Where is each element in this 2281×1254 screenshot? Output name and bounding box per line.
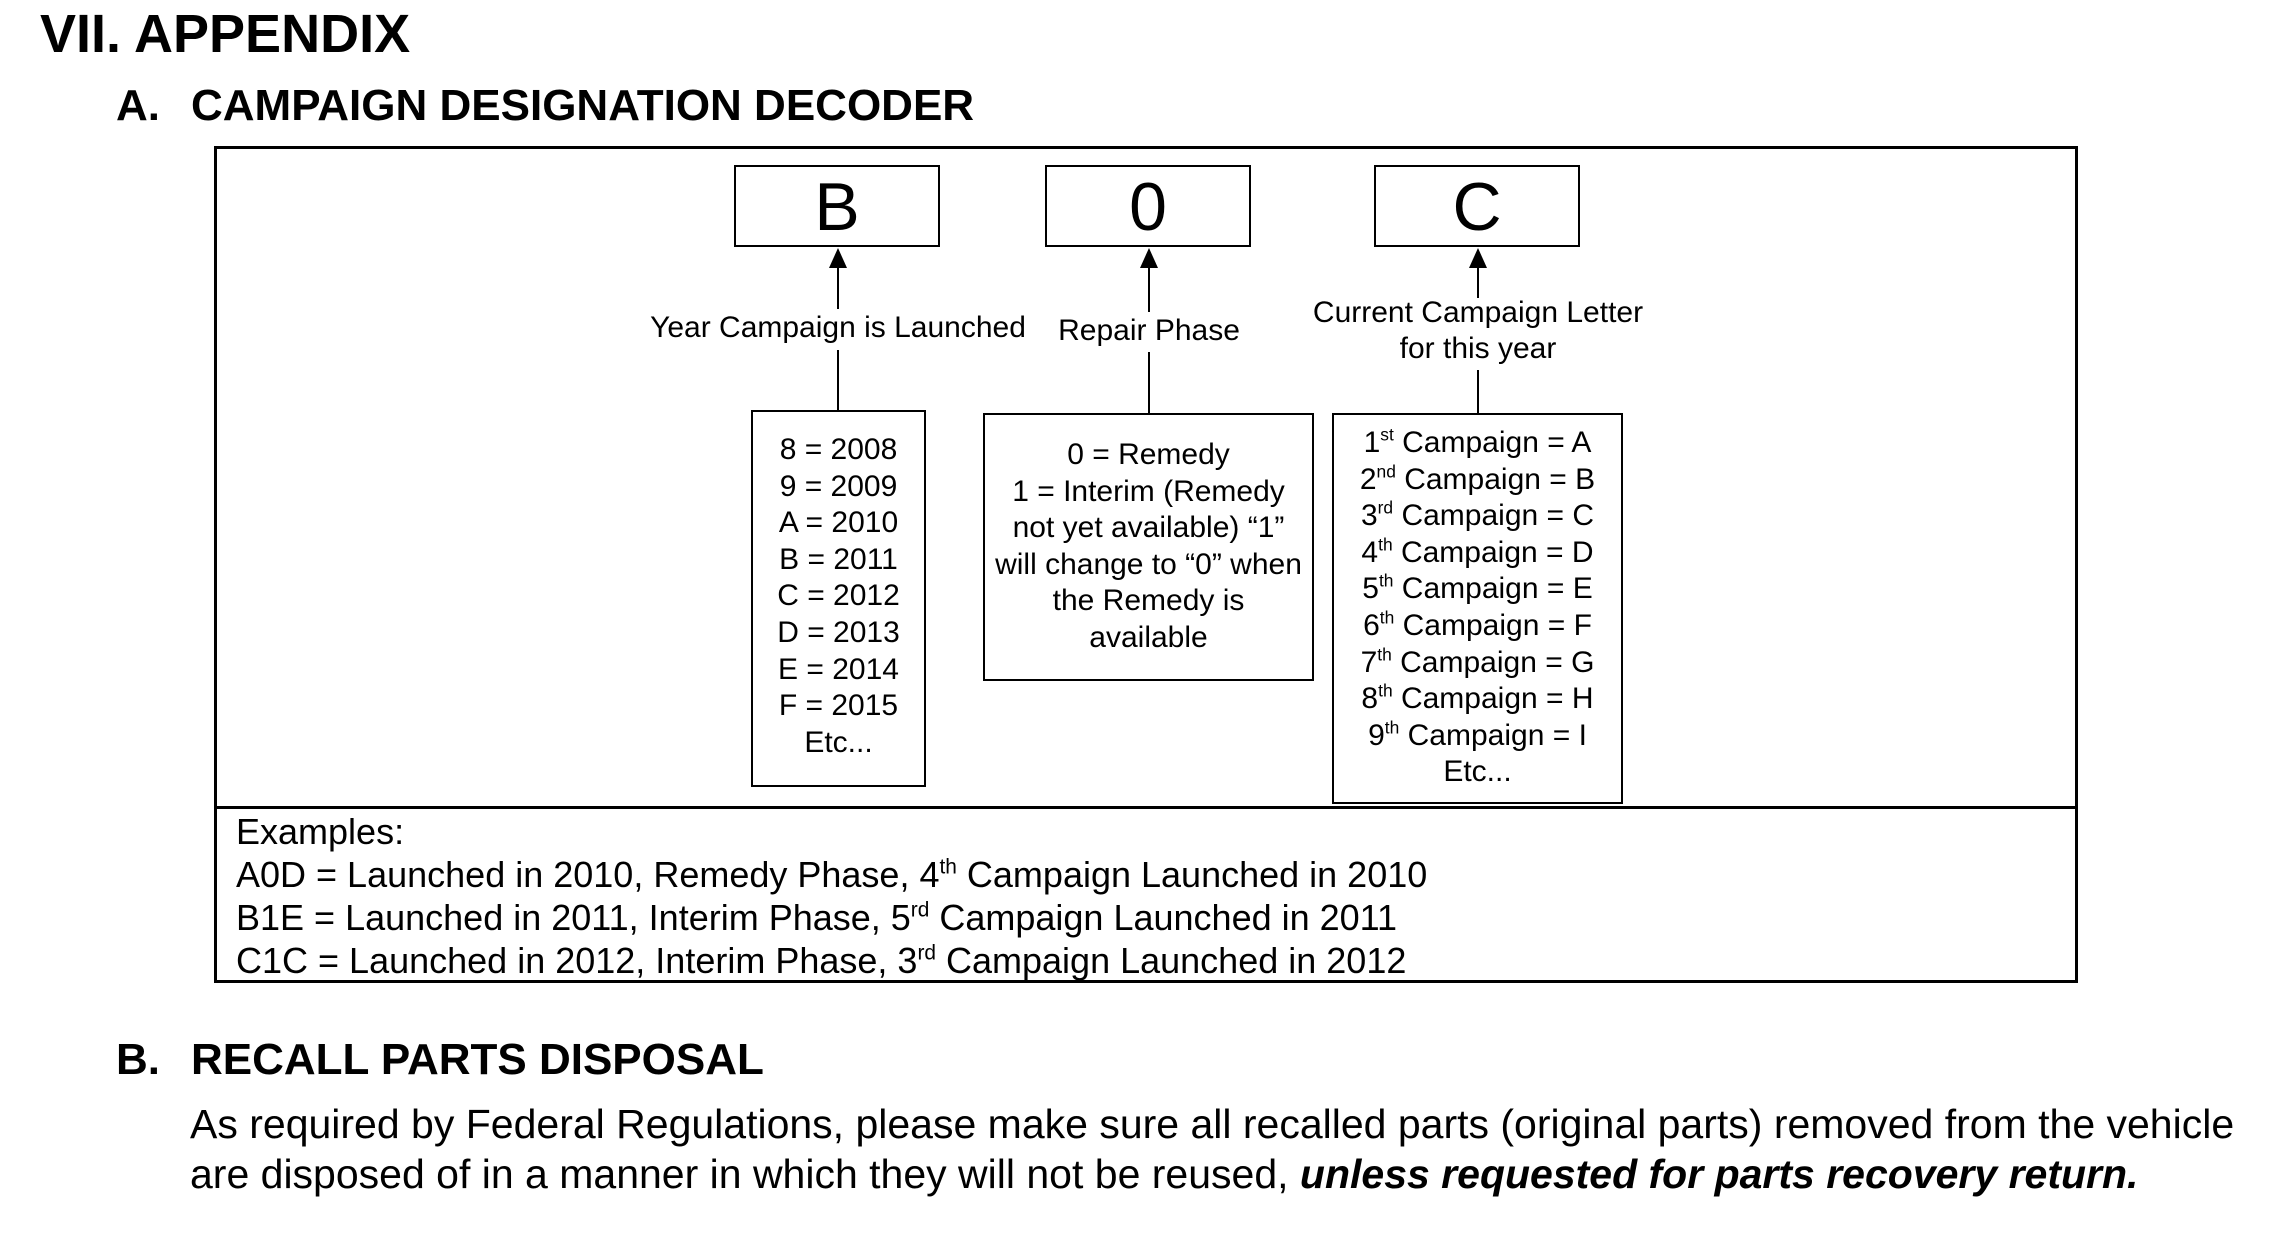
year-item: D = 2013 (777, 615, 900, 649)
phase-list-box: 0 = Remedy 1 = Interim (Remedy not yet a… (983, 413, 1314, 681)
section-a-title: CAMPAIGN DESIGNATION DECODER (191, 81, 975, 130)
campaign-item: 7th Campaign = G (1360, 644, 1595, 679)
campaign-item: 4th Campaign = D (1361, 534, 1594, 569)
phase-arrow-lower-line (1148, 352, 1150, 413)
disposal-paragraph: As required by Federal Regulations, plea… (190, 1100, 2270, 1199)
year-arrow-upper-line (837, 266, 839, 309)
phase-item: available (1089, 620, 1208, 654)
year-item: B = 2011 (779, 542, 898, 576)
campaign-item-etc: Etc... (1443, 755, 1512, 789)
campaign-item: 6th Campaign = F (1363, 607, 1592, 642)
year-arrow-lower-line (837, 350, 839, 410)
year-item: F = 2015 (778, 689, 899, 723)
examples-block: Examples: A0D = Launched in 2010, Remedy… (236, 810, 1427, 982)
phase-label: Repair Phase (1058, 314, 1240, 347)
campaign-arrow-lower-line (1477, 370, 1479, 413)
campaign-item: 2nd Campaign = B (1359, 461, 1596, 496)
year-item: 9 = 2009 (779, 469, 898, 503)
campaign-item: 5th Campaign = E (1362, 571, 1593, 606)
phase-item: not yet available) “1” (1012, 511, 1285, 545)
phase-letter-box: 0 (1045, 165, 1251, 247)
campaign-label-line-2: for this year (1399, 332, 1557, 365)
campaign-item: 8th Campaign = H (1361, 680, 1594, 716)
campaign-letter-box: C (1374, 165, 1580, 247)
example-line: B1E = Launched in 2011, Interim Phase, 5… (236, 897, 1398, 938)
year-list-box: 8 = 2008 9 = 2009 A = 2010 B = 2011 C = … (751, 410, 926, 787)
campaign-label: Current Campaign Letter for this year (1313, 295, 1643, 367)
year-label: Year Campaign is Launched (650, 311, 1026, 344)
phase-item: the Remedy is (1052, 584, 1245, 618)
year-item: A = 2010 (778, 506, 899, 540)
year-item: Etc... (804, 725, 873, 759)
phase-item: 1 = Interim (Remedy (1012, 474, 1285, 508)
phase-arrowhead (1140, 248, 1158, 268)
decoder-frame (214, 146, 2078, 983)
year-item: C = 2012 (777, 579, 900, 613)
year-item: E = 2014 (778, 652, 899, 686)
campaign-item: 9th Campaign = I (1368, 717, 1587, 752)
disposal-body-text: As required by Federal Regulations, plea… (190, 1101, 2235, 1197)
campaign-arrowhead (1469, 248, 1487, 268)
campaign-list-box: 1st Campaign = A 2nd Campaign = B 3rd Ca… (1332, 413, 1623, 804)
section-a-number: A. (116, 81, 160, 130)
examples-divider (214, 806, 2078, 809)
campaign-label-line-1: Current Campaign Letter (1312, 296, 1644, 329)
year-letter-box: B (734, 165, 940, 247)
page-heading: VII. APPENDIX (40, 4, 411, 64)
phase-item: 0 = Remedy (1067, 438, 1230, 471)
campaign-item: 3rd Campaign = C (1360, 497, 1595, 533)
section-b-heading: B. RECALL PARTS DISPOSAL (116, 1034, 1116, 1086)
phase-arrow-upper-line (1148, 266, 1150, 312)
campaign-item: 1st Campaign = A (1363, 424, 1592, 459)
disposal-emphasis-text: unless requested for parts recovery retu… (1299, 1150, 2139, 1197)
section-a-heading: A. CAMPAIGN DESIGNATION DECODER (116, 80, 1116, 132)
example-line: A0D = Launched in 2010, Remedy Phase, 4t… (236, 854, 1428, 895)
phase-item: will change to “0” when (995, 547, 1302, 581)
example-line: C1C = Launched in 2012, Interim Phase, 3… (236, 940, 1407, 981)
campaign-arrow-upper-line (1477, 266, 1479, 298)
section-b-title: RECALL PARTS DISPOSAL (191, 1035, 764, 1084)
examples-heading: Examples: (236, 811, 405, 852)
section-b-number: B. (116, 1035, 160, 1084)
year-item: 8 = 2008 (779, 433, 898, 466)
year-arrowhead (829, 248, 847, 268)
